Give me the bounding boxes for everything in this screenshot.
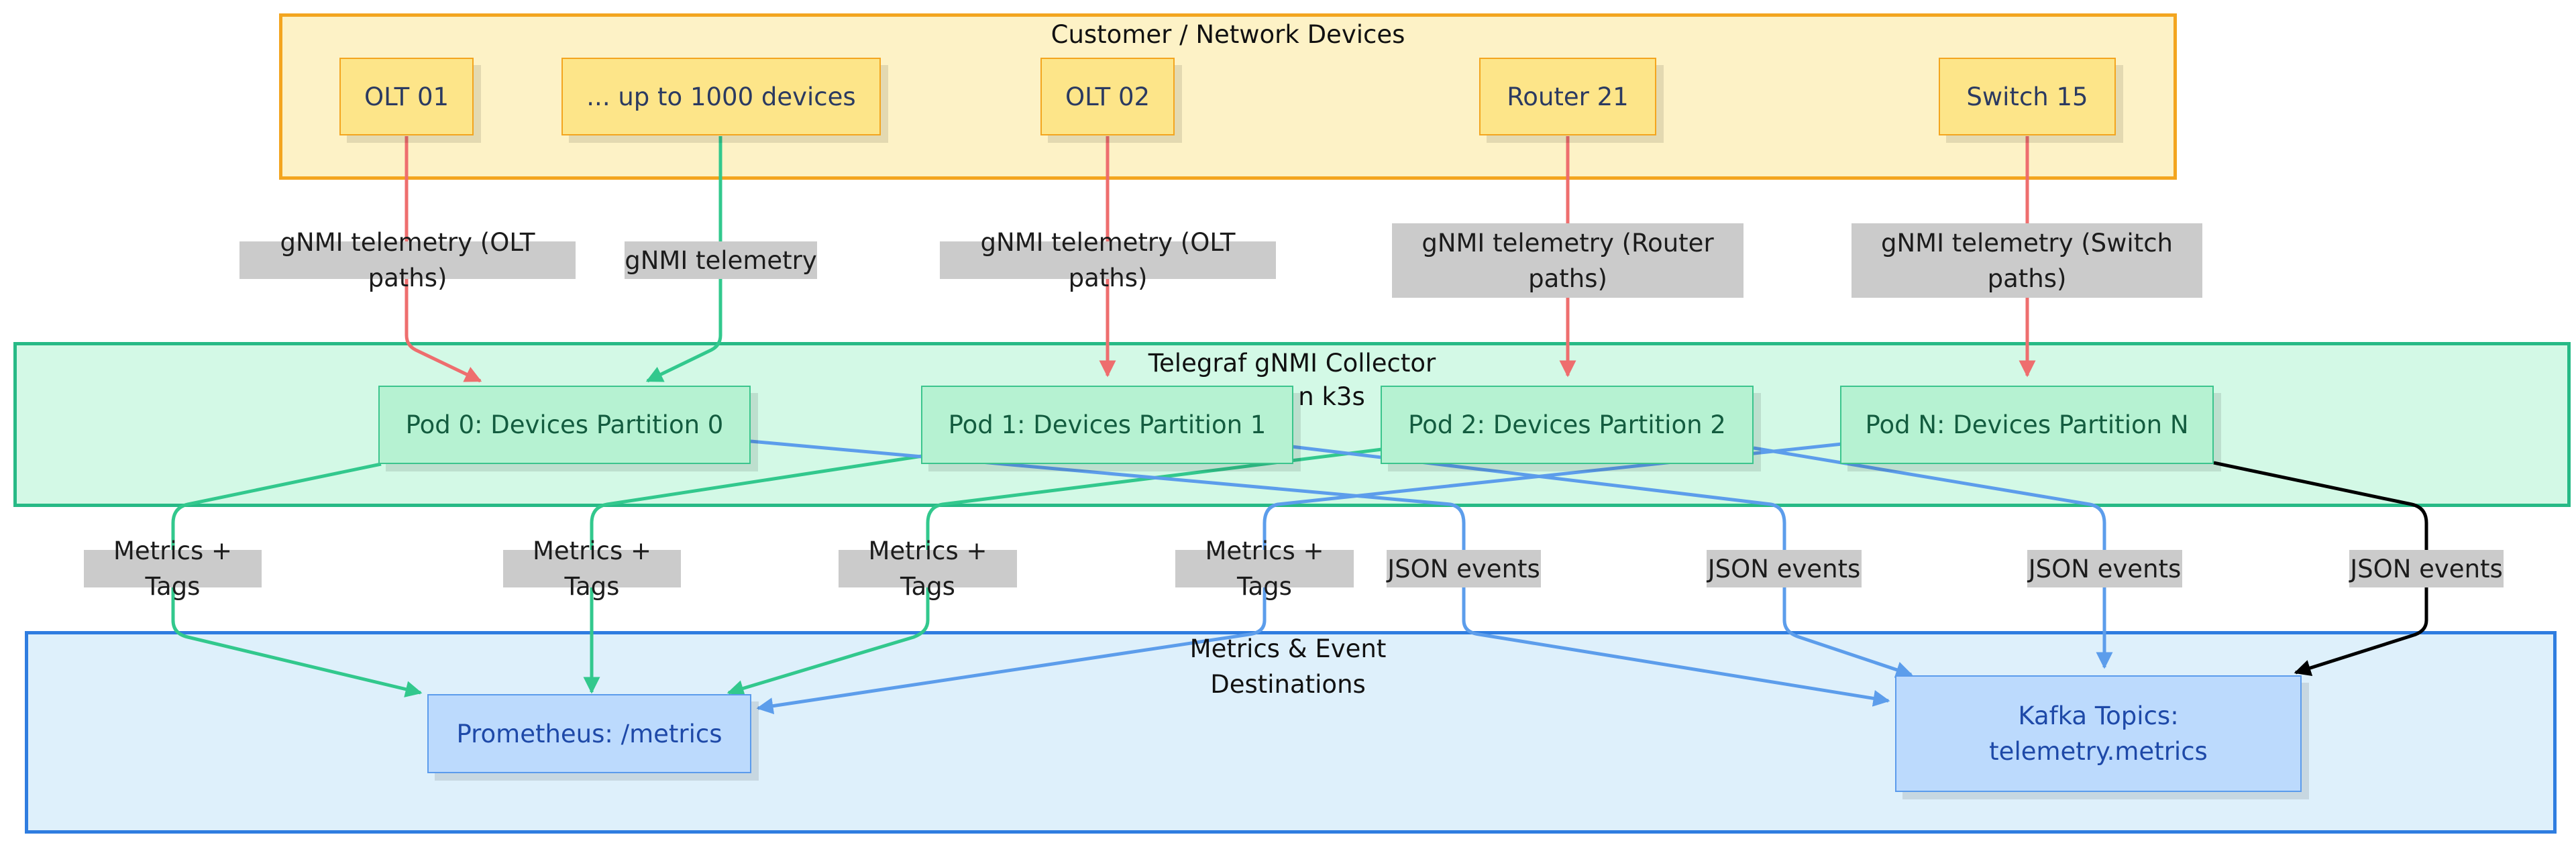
destinations-title-line2: Destinations (1210, 670, 1366, 699)
devices-group-title: Customer / Network Devices (1051, 20, 1405, 49)
prometheus-node[interactable]: Prometheus: /metrics (427, 694, 751, 773)
pod-2[interactable]: Pod 2: Devices Partition 2 (1381, 386, 1754, 464)
kafka-label-line1: Kafka Topics: (2018, 701, 2179, 730)
edge-label-switch: gNMI telemetry (Switch paths) (1851, 223, 2202, 298)
device-olt-02[interactable]: OLT 02 (1040, 58, 1175, 135)
edge-label-router-line1: gNMI telemetry (Router (1421, 228, 1714, 258)
kafka-label-line2: telemetry.metrics (1989, 737, 2208, 766)
edge-label-json-events: JSON events (2027, 550, 2182, 587)
pod-n[interactable]: Pod N: Devices Partition N (1840, 386, 2214, 464)
device-label: OLT 02 (1065, 82, 1150, 111)
pod-label: Pod 0: Devices Partition 0 (405, 410, 724, 439)
device-label: Switch 15 (1966, 82, 2088, 111)
pod-0[interactable]: Pod 0: Devices Partition 0 (378, 386, 751, 464)
device-switch-15[interactable]: Switch 15 (1939, 58, 2116, 135)
edge-label-router-line2: paths) (1528, 264, 1607, 293)
collector-group-title: Telegraf gNMI Collector (1148, 349, 1436, 378)
edge-label-more: gNMI telemetry (625, 241, 817, 279)
edge-pod2-to-kafka (1753, 446, 2113, 669)
destinations-group-title: Metrics & Event Destinations (1140, 631, 1436, 702)
device-label: Router 21 (1507, 82, 1629, 111)
edge-olt01-to-pod0 (405, 136, 482, 383)
edge-label-metrics-tags: Metrics + Tags (839, 537, 1017, 601)
edge-label-json-events: JSON events (1387, 550, 1541, 587)
edge-label-switch-line2: paths) (1987, 264, 2067, 293)
device-more[interactable]: ... up to 1000 devices (561, 58, 881, 135)
edge-label-metrics-tags: Metrics + Tags (1175, 537, 1354, 601)
edge-label-olt02: gNMI telemetry (OLT paths) (940, 228, 1276, 292)
pod-label: Pod N: Devices Partition N (1865, 410, 2189, 439)
device-router-21[interactable]: Router 21 (1479, 58, 1656, 135)
pod-label: Pod 1: Devices Partition 1 (948, 410, 1267, 439)
pod-label: Pod 2: Devices Partition 2 (1408, 410, 1726, 439)
prometheus-label: Prometheus: /metrics (456, 719, 722, 748)
edge-label-router: gNMI telemetry (Router paths) (1392, 223, 1743, 298)
edge-label-metrics-tags: Metrics + Tags (84, 537, 262, 601)
edge-label-json-events: JSON events (2349, 550, 2504, 587)
edge-pod1-to-prometheus (583, 454, 923, 694)
edge-more-to-pod0 (645, 136, 722, 383)
collector-group-subtitle: n k3s (1298, 382, 1365, 411)
kafka-node[interactable]: Kafka Topics: telemetry.metrics (1895, 675, 2302, 792)
device-olt-01[interactable]: OLT 01 (339, 58, 474, 135)
edge-label-olt01: gNMI telemetry (OLT paths) (239, 228, 576, 292)
destinations-title-line1: Metrics & Event (1189, 634, 1387, 663)
pod-1[interactable]: Pod 1: Devices Partition 1 (921, 386, 1293, 464)
edge-label-json-events: JSON events (1707, 550, 1862, 587)
edge-label-switch-line1: gNMI telemetry (Switch (1880, 228, 2174, 258)
device-label: ... up to 1000 devices (586, 82, 856, 111)
device-label: OLT 01 (364, 82, 449, 111)
edge-label-metrics-tags: Metrics + Tags (503, 537, 681, 601)
